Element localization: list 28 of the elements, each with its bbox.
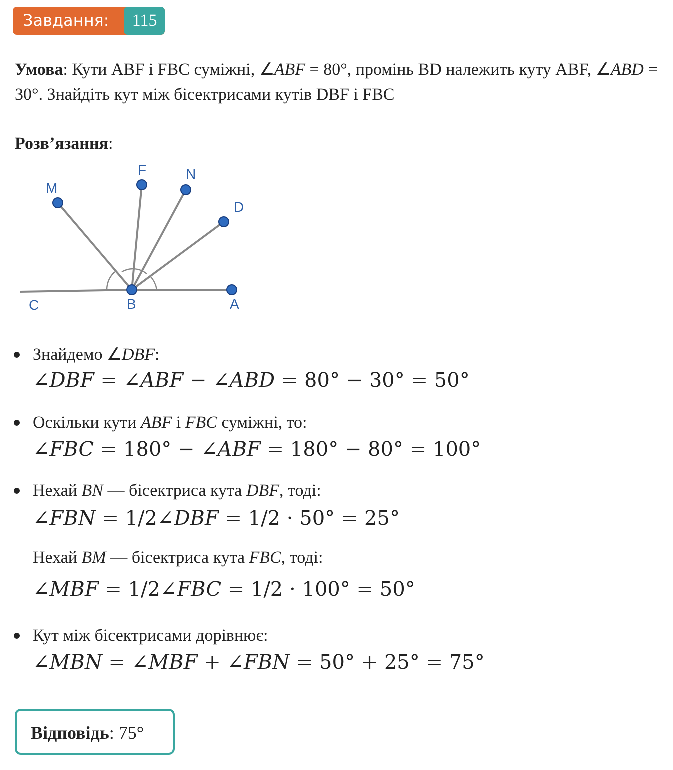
point-label: B: [127, 296, 136, 312]
point-label: M: [46, 180, 58, 196]
task-badge: Завдання: 115: [13, 7, 166, 35]
line-segment: [137, 289, 227, 291]
line-segment: [60, 206, 130, 287]
answer-box: Відповідь: 75°: [15, 709, 175, 755]
line-segment: [135, 224, 221, 288]
line-segment: [20, 289, 128, 293]
point-label: D: [234, 199, 244, 215]
step-text: Нехай BN — бісектриса кута DBF, тоді:: [33, 480, 322, 502]
step-text: Кут між бісектрисами дорівнює:: [33, 625, 268, 647]
line-segment: [131, 190, 143, 286]
point-label: C: [29, 297, 40, 313]
section-heading: Розв’язання:: [15, 133, 114, 155]
step-text: Знайдемо ∠DBF:: [33, 344, 160, 366]
formula: ∠FBN = 1/2∠DBF = 1/2 · 50° = 25°: [33, 505, 400, 531]
formula: ∠MBN = ∠MBF + ∠FBN = 50° + 25° = 75°: [33, 649, 485, 675]
condition-text: Умова: Кути ABF і FBC суміжні, ∠ABF = 80°, промінь BD належить куту ABF, ∠ABD = 30°. Знайдіть кут між бісектрисами кутів DBF і FBC: [15, 59, 659, 106]
step-text: Нехай BM — бісектриса кута FBC, тоді:: [33, 547, 324, 569]
point-label: A: [230, 296, 240, 312]
point-label: N: [186, 166, 196, 182]
task-number: 115: [124, 7, 166, 35]
step-text: Оскільки кути ABF і FBC суміжні, то:: [33, 412, 308, 434]
point-label: F: [138, 162, 147, 178]
formula: ∠MBF = 1/2∠FBC = 1/2 · 100° = 50°: [33, 576, 416, 602]
formula: ∠FBC = 180° − ∠ABF = 180° − 80° = 100°: [33, 436, 482, 462]
formula: ∠DBF = ∠ABF − ∠ABD = 80° − 30° = 50°: [33, 367, 470, 393]
line-segment: [134, 194, 184, 286]
